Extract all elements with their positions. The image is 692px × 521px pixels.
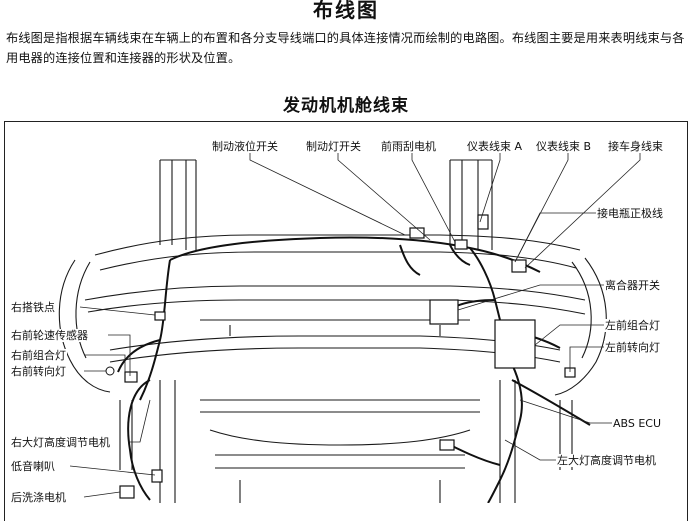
callout-rear-wash-motor: 后洗涤电机 (10, 491, 67, 504)
callout-bass-horn: 低音喇叭 (10, 460, 56, 473)
callout-abs-ecu: ABS ECU (612, 417, 663, 430)
callout-right-headlamp-leveler: 右大灯高度调节电机 (10, 436, 111, 449)
callout-left-headlamp-leveler: 左大灯高度调节电机 (556, 454, 657, 467)
engine-bay-harness-drawing (58, 152, 641, 503)
callout-right-wheel-speed-sensor: 右前轮速传感器 (10, 329, 89, 342)
intro-paragraph: 布线图是指根据车辆线束在车辆上的布置和各分支导线端口的具体连接情况而绘制的电路图… (6, 31, 685, 65)
connectors (119, 214, 576, 499)
callout-body-harness: 接车身线束 (607, 140, 664, 153)
callout-right-ground: 右搭铁点 (10, 301, 56, 314)
callout-brake-light-switch: 制动灯开关 (305, 140, 362, 153)
page-title: 布线图 (313, 0, 379, 22)
callout-instrument-harness-b: 仪表线束 B (535, 140, 593, 153)
callout-left-combo-lamp: 左前组合灯 (604, 319, 661, 332)
callout-instrument-harness-a: 仪表线束 A (466, 140, 524, 153)
callout-brake-fluid-switch: 制动液位开关 (211, 140, 279, 153)
diagram-title: 发动机机舱线束 (283, 96, 409, 116)
callout-left-turn-lamp: 左前转向灯 (604, 341, 661, 354)
callout-clutch-switch: 离合器开关 (604, 279, 661, 292)
turn-lamp-symbol (105, 366, 115, 376)
wiring-harness (117, 236, 591, 503)
diagram-frame (4, 121, 688, 521)
callout-right-turn-lamp: 右前转向灯 (10, 365, 67, 378)
callout-right-combo-lamp: 右前组合灯 (10, 349, 67, 362)
callout-front-wiper-motor: 前雨刮电机 (380, 140, 437, 153)
callout-battery-positive: 接电瓶正极线 (596, 207, 664, 220)
vehicle-structure (58, 159, 607, 503)
